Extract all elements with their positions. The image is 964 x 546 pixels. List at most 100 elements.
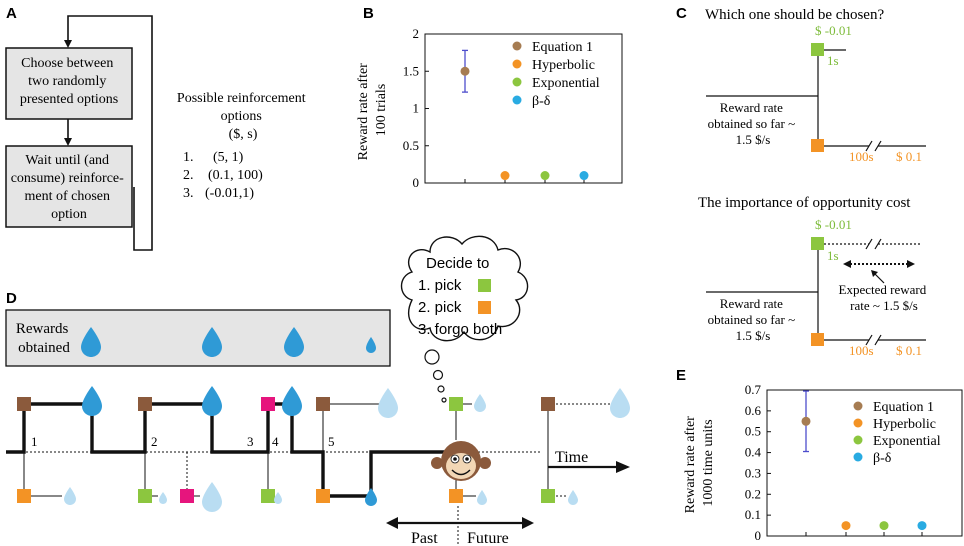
- drop-icon: [159, 492, 167, 504]
- panel-label-d: D: [6, 290, 17, 307]
- green-square: [449, 397, 463, 411]
- span-arrow-right: [907, 260, 915, 268]
- drop-icon: [202, 327, 222, 357]
- data-point: [500, 171, 510, 181]
- drop-icon: [64, 487, 76, 505]
- span-arrow-left: [843, 260, 851, 268]
- brown-square: [541, 397, 555, 411]
- y-tick-label: 1.5: [403, 63, 419, 78]
- plot-frame: [766, 389, 963, 537]
- panel-a: A Choose between two randomly presented …: [5, 5, 309, 251]
- orange-square-lower: [811, 333, 824, 346]
- data-point: [879, 521, 889, 531]
- y-tick-label: 0: [755, 528, 762, 543]
- options-title: Possible reinforcement options ($, s): [177, 91, 309, 142]
- drop-icon: [202, 386, 222, 416]
- green-square: [261, 489, 275, 503]
- y-tick-label: 1: [413, 101, 420, 116]
- legend-label: β-δ: [873, 451, 892, 466]
- reward-drops: [81, 327, 376, 357]
- reward-rate-lower: Reward rate obtained so far ~ 1.5 $/s: [708, 296, 799, 343]
- orange-value-upper: $ 0.1: [896, 149, 922, 164]
- legend-marker: [512, 41, 522, 51]
- drop-icon: [378, 388, 398, 418]
- drop-icon: [202, 482, 222, 512]
- legend-label: Hyperbolic: [532, 58, 595, 73]
- reward-rate-upper: Reward rate obtained so far ~ 1.5 $/s: [708, 100, 799, 147]
- y-tick-label: 0.1: [745, 507, 761, 522]
- pointer-arrowhead: [871, 270, 878, 277]
- legend-label: Hyperbolic: [873, 417, 936, 432]
- svg-text:1: 1: [31, 434, 38, 449]
- choose-box-text: Choose between two randomly presented op…: [20, 56, 118, 107]
- future-label: Future: [467, 530, 509, 546]
- green-value-lower: $ -0.01: [815, 217, 852, 232]
- panel-c: C Which one should be chosen? $ -0.01 1s…: [676, 5, 930, 358]
- magenta-square: [261, 397, 275, 411]
- svg-text:3.: 3.: [183, 186, 194, 201]
- legend-marker: [512, 95, 522, 105]
- orange-value-lower: $ 0.1: [896, 343, 922, 358]
- time-arrow-head: [616, 461, 630, 473]
- trial-numbers: 1 2 3 4 5: [31, 434, 335, 449]
- green-square-lower: [811, 237, 824, 250]
- wait-box: [5, 145, 133, 228]
- title-which: Which one should be chosen?: [705, 7, 884, 23]
- legend-marker: [853, 452, 863, 462]
- drop-icon: [474, 394, 486, 412]
- orange-square: [17, 489, 31, 503]
- magenta-square: [180, 489, 194, 503]
- y-tick-label: 0.2: [745, 486, 761, 501]
- y-tick-label: 0: [413, 175, 420, 190]
- data-point: [460, 66, 470, 76]
- panel-label-a: A: [6, 5, 17, 22]
- y-tick-label: 0.6: [745, 403, 762, 418]
- orange-square-upper: [811, 139, 824, 152]
- legend-marker: [853, 401, 863, 411]
- green-delay-upper: 1s: [827, 53, 839, 68]
- svg-text:(5, 1): (5, 1): [213, 150, 244, 165]
- rewards-label: Rewards obtained: [16, 321, 72, 356]
- legend-label: Equation 1: [873, 400, 934, 415]
- data-point: [917, 521, 927, 531]
- svg-text:2: 2: [151, 434, 158, 449]
- green-square-upper: [811, 43, 824, 56]
- drop-icon: [610, 388, 630, 418]
- orange-delay-upper: 100s: [849, 149, 874, 164]
- thought-cloud: [400, 235, 529, 342]
- drop-icon: [284, 327, 304, 357]
- y-tick-label: 0.4: [745, 445, 762, 460]
- green-square: [541, 489, 555, 503]
- thought-dot: [441, 397, 447, 403]
- thought-text: Decide to 1. pick 2. pick 3. forgo both: [418, 255, 502, 338]
- option-connectors: [23, 403, 610, 497]
- drop-icon: [82, 386, 102, 416]
- loop-line: [67, 15, 153, 251]
- svg-text:3: 3: [247, 434, 254, 449]
- legend-marker: [853, 418, 863, 428]
- y-tick-label: 0.3: [745, 465, 761, 480]
- thought-orange-square: [478, 301, 491, 314]
- axis-break-icon-3: [865, 334, 882, 346]
- panel-label-b: B: [363, 5, 374, 22]
- rewards-box: [5, 309, 391, 367]
- legend-label: β-δ: [532, 94, 551, 109]
- past-label: Past: [411, 530, 438, 546]
- thought-bubble: Decide to 1. pick 2. pick 3. forgo both: [400, 235, 529, 403]
- drop-icon: [568, 490, 578, 505]
- timeline-drops: [64, 386, 630, 512]
- panel-e: E Reward rate after 1000 time units 00.1…: [676, 367, 963, 543]
- orange-square: [316, 489, 330, 503]
- time-label: Time: [555, 449, 588, 466]
- legend-label: Exponential: [532, 76, 600, 91]
- svg-text:(-0.01,1): (-0.01,1): [205, 186, 254, 201]
- data-point: [801, 416, 811, 426]
- orange-delay-lower: 100s: [849, 343, 874, 358]
- svg-text:(0.1, 100): (0.1, 100): [208, 168, 263, 183]
- expected-rate-label: Expected reward rate ~ 1.5 $/s: [839, 282, 930, 313]
- svg-text:2.: 2.: [183, 168, 194, 183]
- wait-box-text: Wait until (and consume) reinforce- ment…: [11, 153, 128, 222]
- choose-box: [5, 47, 133, 120]
